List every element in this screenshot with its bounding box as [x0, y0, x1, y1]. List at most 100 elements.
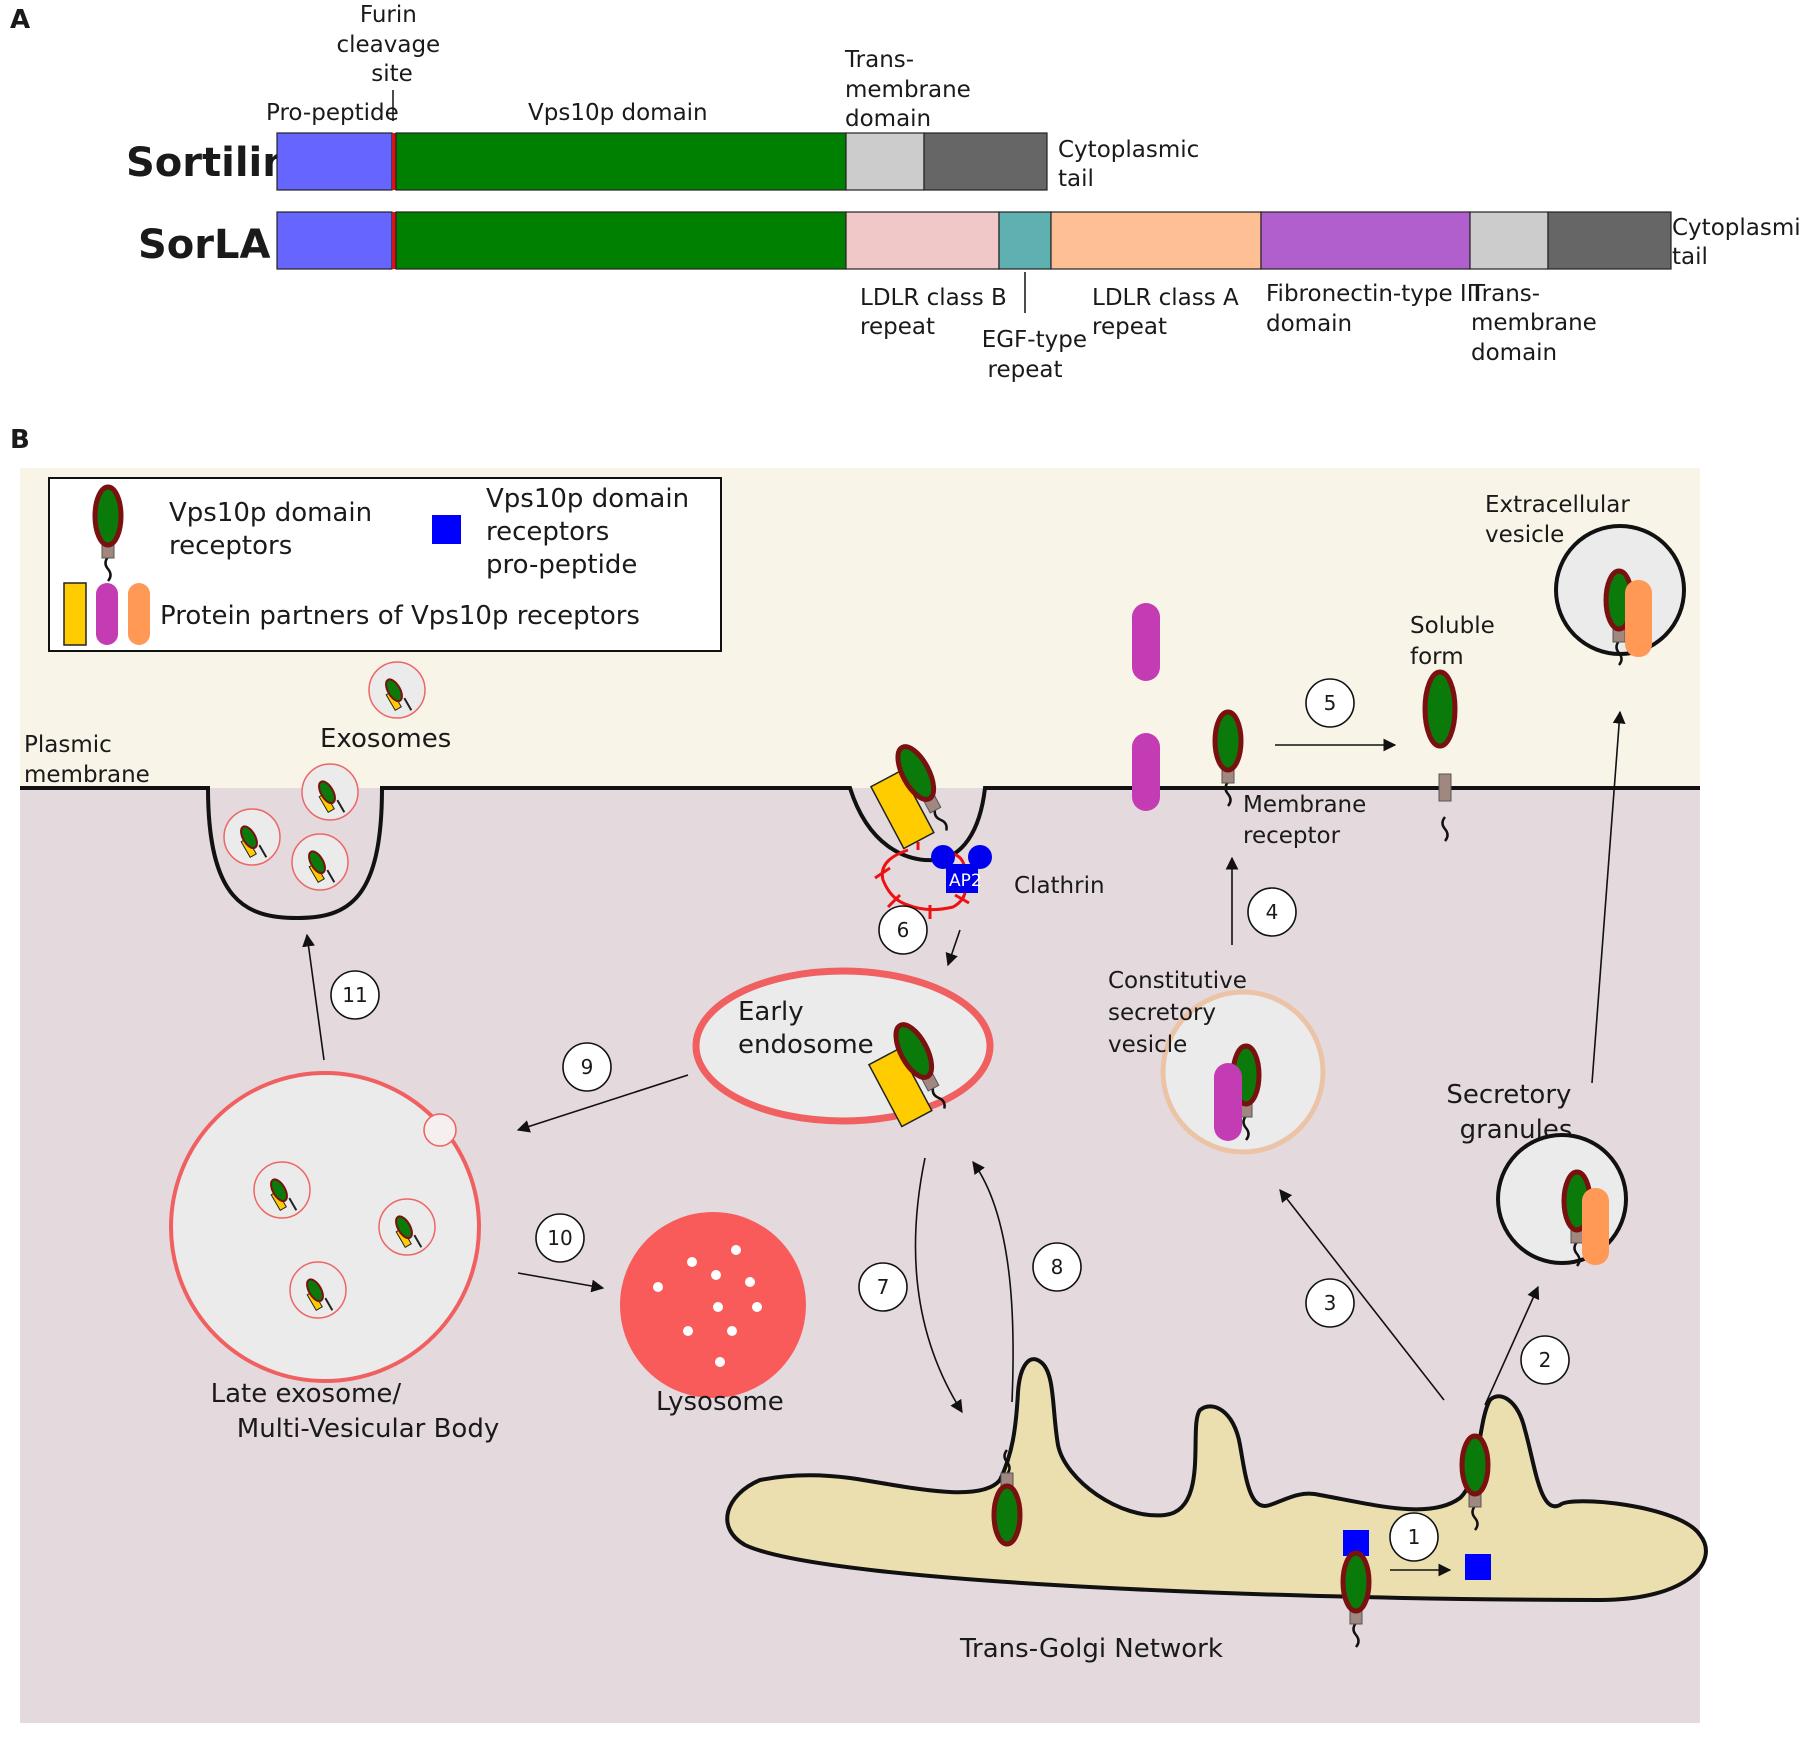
- fibronectin-label: Fibronectin-type III domain: [1266, 281, 1488, 337]
- late-endosome-mvb: [169, 1071, 481, 1383]
- legend-box: [48, 477, 722, 652]
- ap2-right-ear: [968, 845, 992, 869]
- transmembrane-label-top: Trans- membrane domain: [844, 47, 978, 132]
- mvb-exosome-2: [378, 1198, 436, 1256]
- cytoplasmic-tail-label-sorla: Cytoplasmic tail: [1672, 215, 1800, 270]
- step-circle-10: [535, 1213, 585, 1263]
- sorla-transmembrane: [1469, 211, 1549, 270]
- plasmic-membrane-label: Plasmic membrane: [24, 732, 150, 788]
- step-number-9: 9: [581, 1055, 594, 1079]
- step-circle-5: [1305, 678, 1355, 728]
- transmembrane-label-sorla: Trans- membrane domain: [1470, 281, 1604, 366]
- step-circle-11: [330, 970, 380, 1020]
- pro-peptide-label: Pro-peptide: [266, 100, 399, 126]
- legend-partner-magenta: [96, 583, 118, 645]
- legend-propeptide-icon: [432, 515, 461, 544]
- late-endosome-label: Late exosome/ Multi-Vesicular Body: [211, 1379, 500, 1444]
- step-circle-9: [562, 1042, 612, 1092]
- ap2-label: AP2: [949, 871, 982, 891]
- arrow-step-11: [302, 933, 325, 1061]
- legend: Vps10p domain receptors Vps10p domain re…: [48, 477, 722, 652]
- step-circle-3: [1305, 1278, 1355, 1328]
- clathrin-label: Clathrin: [1014, 873, 1105, 899]
- sorla-domain-bar: SorLA: [138, 211, 1672, 270]
- panel-a-letter: A: [10, 5, 30, 35]
- sorla-ldlr-a: [1050, 211, 1262, 270]
- sortilin-pro-peptide: [276, 132, 393, 191]
- step-circle-8: [1032, 1242, 1082, 1292]
- step-number-6: 6: [897, 918, 910, 942]
- sorla-ldlr-b: [845, 211, 1000, 270]
- ap2-left-ear: [931, 845, 955, 869]
- mvb-budding-vesicle: [423, 1113, 457, 1147]
- mvb-exosome-3: [289, 1261, 347, 1319]
- arrow-step-2: [1484, 1285, 1540, 1406]
- step-number-7: 7: [877, 1275, 890, 1299]
- legend-partner-orange: [128, 583, 150, 645]
- sorla-vps10p-domain: [395, 211, 847, 270]
- arrow-step-3: [1279, 1188, 1445, 1401]
- arrow-step-6: [945, 929, 961, 967]
- domain-map-labels: Pro-peptide Furin cleavage site Vps10p d…: [266, 2, 1207, 192]
- exosome-pit-3: [291, 833, 349, 891]
- cleaved-stub: [1438, 773, 1452, 802]
- sortilin-vps10p-domain: [395, 132, 847, 191]
- cytoplasmic-tail-label-top: Cytoplasmic tail: [1058, 137, 1207, 192]
- trans-golgi-network: [725, 1357, 1708, 1603]
- legend-propeptide-text: Vps10p domain receptors pro-peptide: [486, 484, 697, 580]
- extracellular-vesicle-label: Extracellular vesicle: [1485, 492, 1637, 548]
- ldlr-b-label: LDLR class B repeat: [860, 285, 1014, 340]
- sortilin-cytoplasmic-tail: [923, 132, 1048, 191]
- panel-b-letter: B: [10, 425, 30, 455]
- step-circle-4: [1247, 887, 1297, 937]
- sorla-fibronectin: [1260, 211, 1471, 270]
- exosome-pit-2: [223, 808, 281, 866]
- early-endosome-label: Early endosome: [738, 997, 874, 1060]
- mvb-exosome-1: [253, 1161, 311, 1219]
- ap2-core: [946, 864, 978, 893]
- lysosome-granules: [653, 1245, 762, 1367]
- clathrin-pit: AP2: [869, 741, 992, 919]
- lysosome-label: Lysosome: [656, 1387, 784, 1417]
- exosomes-label: Exosomes: [320, 724, 451, 754]
- exosome-pit-1: [301, 763, 359, 821]
- step-number-8: 8: [1051, 1255, 1064, 1279]
- sortilin-transmembrane: [845, 132, 925, 191]
- granule-partner-orange: [1582, 1188, 1609, 1265]
- sorla-furin-site: [392, 212, 396, 269]
- legend-partner-yellow: [63, 582, 87, 646]
- tgn-label: Trans-Golgi Network: [959, 1634, 1223, 1664]
- sorla-labels: Cytoplasmic tail LDLR class B repeat EGF…: [860, 215, 1800, 383]
- step-circle-1: [1389, 1512, 1439, 1562]
- step-number-10: 10: [547, 1226, 572, 1250]
- step-number-11: 11: [342, 983, 367, 1007]
- csv-partner-magenta: [1214, 1063, 1242, 1141]
- arrow-step-10: [517, 1272, 605, 1293]
- step-circle-2: [1520, 1335, 1570, 1385]
- free-partner-magenta-membrane: [1132, 733, 1160, 811]
- tgn-released-propeptide: [1465, 1554, 1491, 1580]
- arrow-step-7: [914, 1157, 963, 1414]
- soluble-form-label: Soluble form: [1410, 613, 1502, 670]
- ldlr-a-label: LDLR class A repeat: [1092, 285, 1246, 340]
- arrow-granule-exocytosis: [1591, 710, 1626, 1084]
- step-circle-6: [878, 905, 928, 955]
- soluble-receptor: [1422, 669, 1458, 749]
- egf-label: EGF-type repeat: [982, 327, 1095, 383]
- sortilin-name: Sortilin: [126, 140, 291, 186]
- furin-cleavage-label: Furin cleavage site: [336, 2, 447, 87]
- sortilin-furin-site: [392, 133, 396, 190]
- lysosome: [620, 1212, 806, 1398]
- step-number-3: 3: [1324, 1291, 1337, 1315]
- step-number-1: 1: [1408, 1525, 1421, 1549]
- exosome-released: [368, 661, 426, 719]
- sortilin-domain-bar: Sortilin: [126, 132, 1048, 191]
- step-number-5: 5: [1324, 691, 1337, 715]
- sorla-cytoplasmic-tail: [1547, 211, 1672, 270]
- sorla-name: SorLA: [138, 222, 271, 268]
- endosome-receptor-complex: [867, 1019, 956, 1128]
- ev-partner-orange: [1625, 580, 1652, 657]
- vps10p-domain-label: Vps10p domain: [528, 100, 708, 126]
- membrane-receptor-label: Membrane receptor: [1243, 792, 1374, 849]
